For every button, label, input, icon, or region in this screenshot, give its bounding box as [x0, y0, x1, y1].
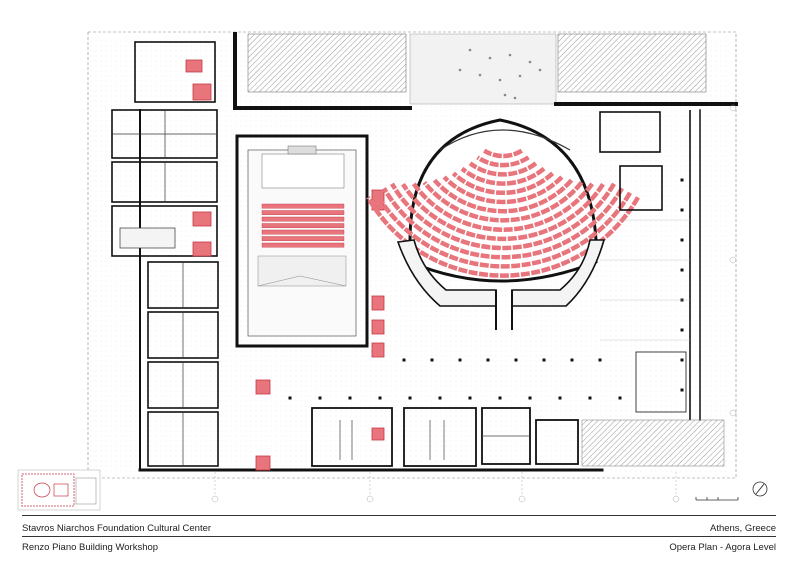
project-title: Stavros Niarchos Foundation Cultural Cen… [22, 523, 212, 534]
hall-seat-row [382, 187, 624, 260]
studio-seat-row [261, 216, 345, 222]
column [542, 358, 546, 362]
column [468, 396, 472, 400]
studio-seat-row [261, 242, 345, 248]
hall-seat-row [451, 171, 555, 196]
hall-seat-row [411, 182, 595, 232]
opera-main-hall [366, 118, 640, 330]
project-location: Athens, Greece [709, 523, 776, 534]
hatched-zone-right [557, 33, 707, 93]
column [348, 396, 352, 400]
column [598, 358, 602, 362]
column [498, 396, 502, 400]
column [680, 268, 684, 272]
column [680, 238, 684, 242]
column [438, 396, 442, 400]
column [588, 396, 592, 400]
bottom-wing-rooms [311, 407, 579, 467]
hall-seat-row [468, 161, 538, 177]
column [402, 358, 406, 362]
hall-seat-row [401, 182, 605, 242]
hall-seat-row [460, 166, 546, 186]
stage-scatter [458, 48, 542, 100]
hall-seat-row [422, 180, 584, 223]
hall-seat-row [432, 178, 574, 214]
hall-seat-row [442, 175, 564, 205]
column [680, 328, 684, 332]
column [570, 358, 574, 362]
column [430, 358, 434, 362]
hall-seat-row [366, 196, 640, 278]
column [680, 178, 684, 182]
right-wing-rooms [599, 110, 691, 420]
column [288, 396, 292, 400]
column [528, 396, 532, 400]
stage-area [409, 33, 557, 105]
main-hall-seating-rows [366, 148, 640, 278]
studio-theatre [235, 134, 369, 348]
site-boundary [87, 31, 737, 479]
column [558, 396, 562, 400]
grid-axes [211, 104, 737, 503]
floor-plan-drawing [17, 31, 768, 511]
studio-seat-row [261, 236, 345, 241]
left-wing-partitions [112, 110, 217, 466]
hall-seat-row [476, 155, 530, 168]
caption-rule-mid [22, 536, 776, 537]
studio-seat-row [261, 203, 345, 209]
scale-bar [695, 497, 739, 501]
column [408, 396, 412, 400]
hall-seat-row [390, 182, 616, 251]
drawing-title: Opera Plan - Agora Level [669, 542, 776, 553]
studio-seat-row [261, 223, 345, 228]
hall-seat-row [374, 191, 632, 269]
column [514, 358, 518, 362]
architect-credit: Renzo Piano Building Workshop [22, 542, 159, 553]
studio-seat-row [261, 210, 345, 215]
column [680, 388, 684, 392]
studio-seating-rows [261, 203, 345, 248]
column [680, 358, 684, 362]
hatched-zone-left [247, 33, 407, 93]
column [680, 208, 684, 212]
hall-seat-row [483, 148, 523, 159]
stair-hatch [581, 419, 725, 467]
column [318, 396, 322, 400]
column [458, 358, 462, 362]
perimeter-walls [138, 32, 738, 472]
right-wing-grid [600, 219, 690, 341]
north-arrow-icon [752, 481, 768, 497]
caption-rule-top [22, 515, 776, 516]
column [486, 358, 490, 362]
studio-seat-row [261, 229, 345, 235]
bottom-wing-partitions [339, 420, 530, 460]
key-plan-thumbnail [17, 469, 101, 511]
column [618, 396, 622, 400]
column [378, 396, 382, 400]
